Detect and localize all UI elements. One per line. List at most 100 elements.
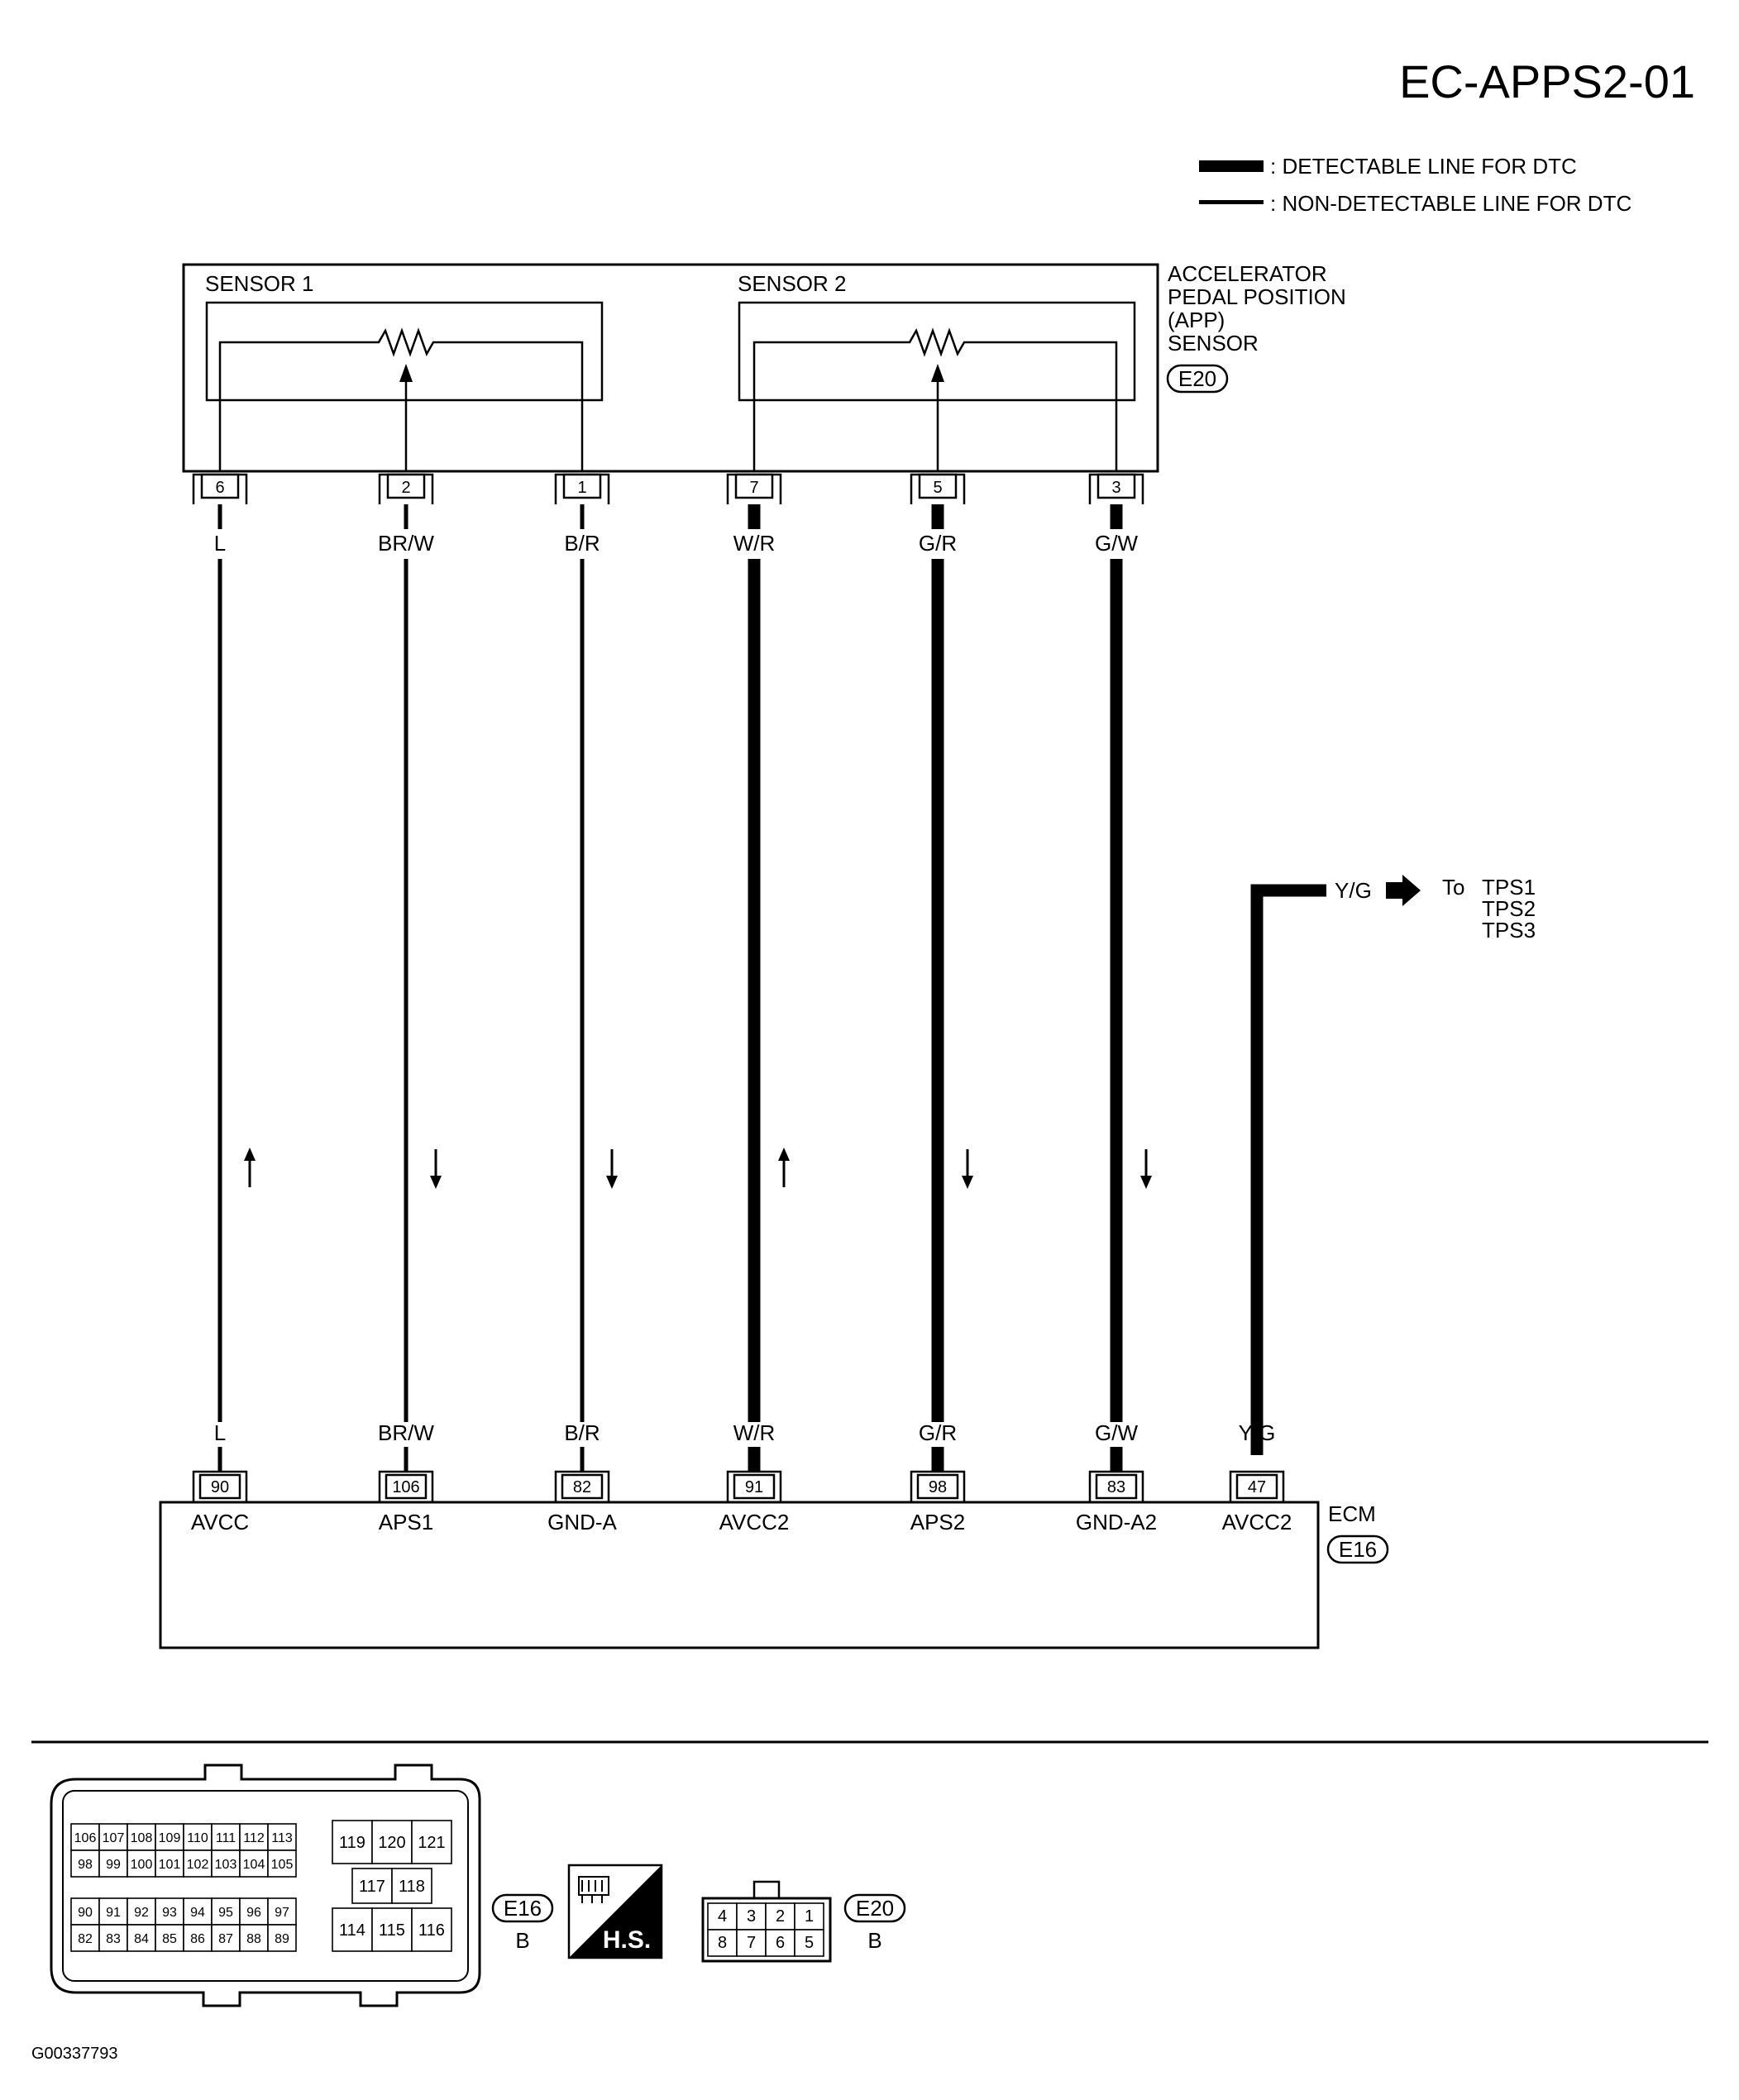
wire-color-top: L	[214, 531, 226, 556]
sensor2-wiper-arrow	[931, 364, 944, 382]
connector-cell	[127, 1849, 156, 1878]
sensor-pin-number: 1	[577, 479, 586, 497]
figure-code: G00337793	[31, 2045, 118, 2063]
sensor-pin-number: 2	[401, 479, 410, 497]
connector-pin-label: 116	[418, 1921, 445, 1940]
hs-label: H.S.	[603, 1926, 651, 1954]
connector-pin-label: 83	[106, 1932, 121, 1946]
connector-pin-label: 112	[243, 1831, 265, 1845]
connector-cell	[239, 1823, 269, 1851]
connector-pin-label: 91	[106, 1906, 121, 1920]
legend-non-detectable-text: : NON-DETECTABLE LINE FOR DTC	[1270, 191, 1632, 216]
tps-target-2: TPS2	[1482, 896, 1536, 921]
connector-cell	[155, 1924, 184, 1952]
signal-up-arrow-icon	[244, 1148, 256, 1187]
connector-cell	[98, 1849, 128, 1878]
connector-pin-label: 84	[134, 1932, 149, 1946]
connector-pin-label: 120	[378, 1834, 405, 1852]
sensor2-circuit	[752, 327, 1118, 471]
connector-cell	[411, 1820, 452, 1864]
connector-pin-label: 92	[134, 1906, 149, 1920]
connector-cell	[391, 1868, 432, 1904]
tps-branch: Y/G To TPS1 TPS2 TPS3 Y/G 47 AVCC2	[1222, 875, 1536, 1534]
e20-outline	[701, 1897, 832, 1963]
tps-branch-arrow-icon	[1386, 875, 1421, 906]
ecm-pin-box	[1095, 1473, 1138, 1500]
sensor1-wiper-arrow	[399, 364, 413, 382]
ecm-pin-frame	[192, 1470, 248, 1501]
connector-pin-label: 87	[218, 1932, 233, 1946]
connector-pin-label: 109	[159, 1831, 181, 1845]
connector-pin-label: 94	[190, 1906, 205, 1920]
connector-pin-label: 106	[74, 1831, 97, 1845]
connector-pin-label: 108	[131, 1831, 153, 1845]
connector-pin-label: 88	[246, 1932, 261, 1946]
wire-color-bottom: W/R	[733, 1420, 776, 1445]
connector-pin-label: 99	[106, 1858, 121, 1872]
connector-pin-label: 117	[359, 1878, 385, 1896]
e20-latch	[752, 1880, 781, 1900]
ecm-pin-box	[198, 1473, 241, 1500]
legend-non-detectable-swatch	[1199, 200, 1264, 204]
sensor-name-line-1: ACCELERATOR	[1168, 261, 1327, 286]
sensor-pin-box	[562, 473, 602, 499]
tps-ecm-signal: AVCC2	[1222, 1510, 1292, 1534]
ecm-connector-badge	[1326, 1534, 1389, 1564]
legend: : DETECTABLE LINE FOR DTC : NON-DETECTAB…	[1199, 154, 1632, 216]
signal-up-arrow-icon	[778, 1148, 790, 1187]
ecm-housing	[159, 1501, 1320, 1649]
connector-cell	[127, 1823, 156, 1851]
ecm-signal-name: APS1	[379, 1510, 434, 1534]
sensor-pin-number: 6	[215, 479, 224, 497]
connector-pin-label: 119	[339, 1834, 365, 1852]
legend-detectable-swatch	[1199, 160, 1264, 172]
wire-color-bottom: B/R	[564, 1420, 600, 1445]
sensor-connector-id: E20	[1178, 366, 1216, 391]
connector-cell	[183, 1897, 213, 1926]
wire-color-top: BR/W	[378, 531, 434, 556]
wire-color-top: B/R	[564, 531, 600, 556]
wire-color-bottom: G/W	[1095, 1420, 1138, 1445]
connector-cell	[794, 1929, 824, 1957]
wire-color-top: G/R	[919, 531, 957, 556]
connector-pin-label: 96	[246, 1906, 261, 1920]
ecm-pin-number: 106	[392, 1478, 419, 1496]
connector-pin-label: 110	[187, 1831, 208, 1845]
connector-pin-label: 103	[215, 1858, 237, 1872]
wires: 6LL90AVCC2BR/WBR/W106APS11B/RB/R82GND-A7…	[191, 473, 1157, 1534]
ecm-pin-number: 82	[573, 1478, 591, 1496]
connector-cell	[765, 1902, 795, 1931]
connector-pin-label: 85	[162, 1932, 177, 1946]
sensor-name-line-3: (APP)	[1168, 308, 1225, 332]
e16-outline	[50, 1764, 481, 2007]
connector-pin-label: 4	[718, 1907, 727, 1926]
connector-pin-label: 118	[399, 1878, 425, 1896]
connector-pin-label: 100	[131, 1858, 153, 1872]
legend-detectable-text: : DETECTABLE LINE FOR DTC	[1270, 154, 1577, 179]
connector-pin-label: 90	[78, 1906, 93, 1920]
tps-branch-wire	[1250, 884, 1326, 1455]
connector-cell	[332, 1820, 373, 1864]
page-code: EC-APPS2-01	[1399, 55, 1695, 107]
e20-id-badge	[843, 1893, 906, 1923]
ecm-name: ECM	[1328, 1501, 1376, 1526]
e16-id-badge	[491, 1893, 554, 1923]
ecm-signal-name: GND-A2	[1076, 1510, 1157, 1534]
connector-cell	[351, 1868, 393, 1904]
connector-cell	[239, 1924, 269, 1952]
wire-color-bottom: BR/W	[378, 1420, 434, 1445]
connector-pin-label: 98	[78, 1858, 93, 1872]
signal-down-arrow-icon	[430, 1149, 442, 1189]
tps-branch-color-ecm: Y/G	[1239, 1420, 1276, 1445]
sensor-pin-box	[918, 473, 958, 499]
tps-ecm-pin-box	[1235, 1473, 1278, 1500]
connector-cell	[267, 1897, 297, 1926]
e20-id: E20	[856, 1896, 894, 1921]
tps-branch-to: To	[1442, 875, 1464, 900]
ecm-pin-number: 98	[929, 1478, 947, 1496]
e16-color: B	[515, 1928, 529, 1953]
